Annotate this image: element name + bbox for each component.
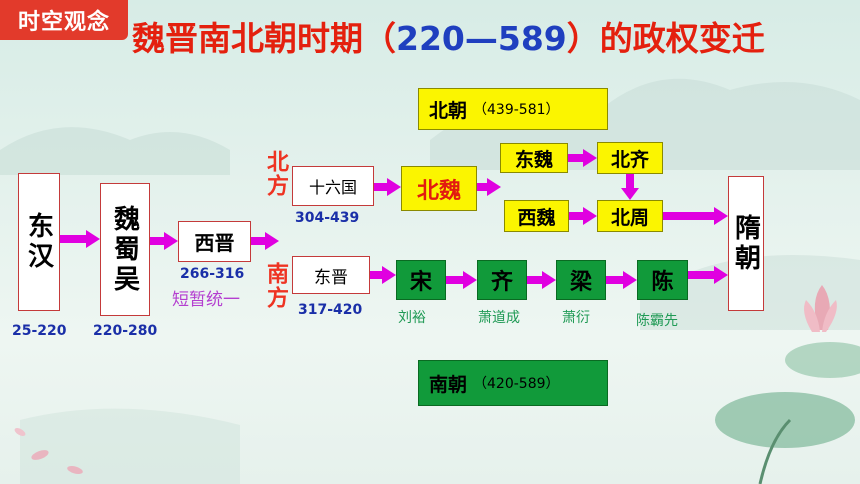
arrow-dong-han-to-wei-shu-wu bbox=[60, 230, 100, 248]
south-dynasties-label: 南朝 bbox=[429, 373, 468, 396]
regime-dong-jin: 东晋 bbox=[292, 256, 370, 294]
regime-liang: 梁 bbox=[556, 260, 606, 300]
arrow-xi-wei-to-bei-zhou bbox=[569, 207, 597, 225]
north-dynasties-banner: 北朝 （439-581） bbox=[418, 88, 608, 130]
page-title: 魏晋南北朝时期（220—589）的政权变迁 bbox=[132, 14, 860, 64]
topic-badge: 时空观念 bbox=[0, 0, 128, 40]
lotus-flower-icon bbox=[804, 285, 837, 332]
region-south: 南方 bbox=[263, 262, 288, 310]
regime-chen: 陈 bbox=[637, 260, 688, 300]
regime-bei-zhou: 北周 bbox=[597, 200, 663, 232]
north-dynasties-label: 北朝 bbox=[429, 99, 468, 122]
arrow-bei-wei-to-split bbox=[477, 178, 501, 196]
years-shiliu-guo: 304-439 bbox=[295, 210, 360, 226]
arrow-shiliu-guo-to-bei-wei bbox=[374, 178, 401, 196]
title-prefix: 魏晋南北朝时期（ bbox=[132, 19, 396, 58]
lotus-leaf-icon bbox=[715, 342, 860, 484]
title-suffix: ）的政权变迁 bbox=[566, 19, 765, 58]
arrow-bei-zhou-conquers-bei-qi bbox=[621, 174, 639, 200]
founder-qi: 萧道成 bbox=[478, 310, 520, 326]
years-dong-jin: 317-420 bbox=[298, 302, 363, 318]
arrow-song-to-qi bbox=[446, 271, 477, 289]
north-dynasties-years: （439-581） bbox=[473, 102, 560, 118]
regime-wei-shu-wu: 魏蜀吴 bbox=[100, 183, 150, 316]
arrow-dong-jin-to-song bbox=[370, 266, 396, 284]
arrow-wei-shu-wu-to-xi-jin bbox=[150, 232, 178, 250]
founder-chen: 陈霸先 bbox=[636, 313, 678, 329]
regime-xi-jin: 西晋 bbox=[178, 221, 251, 262]
founder-song: 刘裕 bbox=[398, 310, 426, 326]
regime-bei-qi: 北齐 bbox=[597, 142, 663, 174]
title-years: 220—589 bbox=[396, 19, 567, 58]
founder-liang: 萧衍 bbox=[562, 310, 590, 326]
arrow-bei-zhou-to-sui bbox=[663, 207, 728, 225]
regime-xi-wei: 西魏 bbox=[504, 200, 569, 232]
arrow-chen-to-sui bbox=[688, 266, 728, 284]
regime-dong-han: 东汉 bbox=[18, 173, 60, 311]
regime-qi: 齐 bbox=[477, 260, 527, 300]
south-dynasties-years: （420-589） bbox=[473, 376, 560, 392]
years-wei-shu-wu: 220-280 bbox=[93, 323, 158, 339]
note-brief-unification: 短暂统一 bbox=[172, 290, 240, 310]
regime-dong-wei: 东魏 bbox=[500, 143, 568, 173]
region-north: 北方 bbox=[263, 150, 288, 198]
regime-bei-wei: 北魏 bbox=[401, 166, 477, 211]
years-dong-han: 25-220 bbox=[12, 323, 67, 339]
regime-song: 宋 bbox=[396, 260, 446, 300]
arrow-liang-to-chen bbox=[606, 271, 637, 289]
arrow-dong-wei-to-bei-qi bbox=[568, 149, 597, 167]
arrow-xi-jin-to-dong-jin bbox=[251, 232, 279, 250]
regime-shiliu-guo: 十六国 bbox=[292, 166, 374, 206]
regime-sui: 隋朝 bbox=[728, 176, 764, 311]
petals-decoration-icon bbox=[14, 428, 83, 474]
south-dynasties-banner: 南朝 （420-589） bbox=[418, 360, 608, 406]
arrow-qi-to-liang bbox=[527, 271, 556, 289]
years-xi-jin: 266-316 bbox=[180, 266, 245, 282]
